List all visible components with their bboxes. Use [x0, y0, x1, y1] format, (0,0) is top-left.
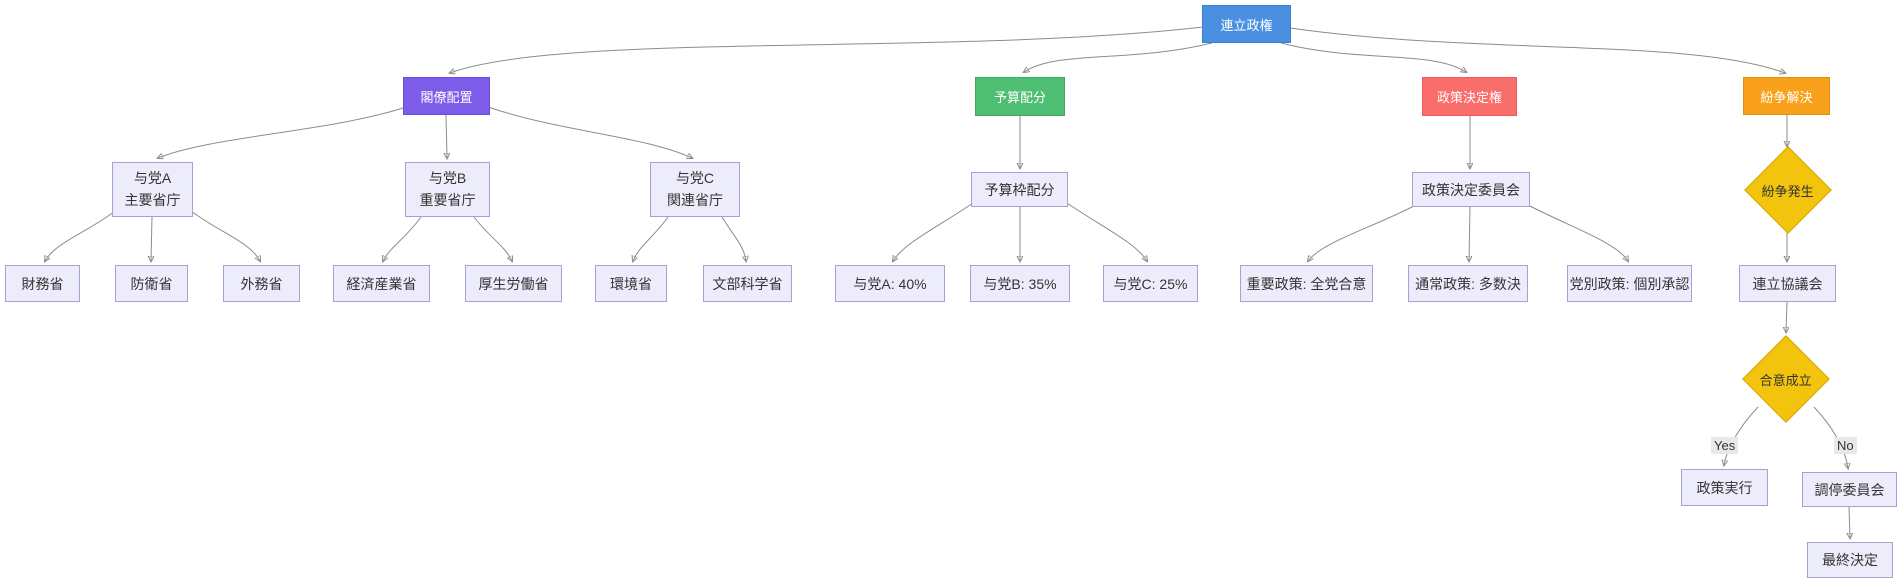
node-budget-frame-allocation: 予算枠配分	[971, 172, 1068, 207]
node-budget-partyB-35: 与党B: 35%	[970, 265, 1070, 302]
node-policy-execution: 政策実行	[1681, 469, 1768, 506]
edge-root-budget	[1024, 42, 1213, 72]
node-label-line2: 重要省庁	[419, 191, 476, 208]
node-finance-ministry: 財務省	[5, 265, 80, 302]
edge-agreement-yes	[1724, 406, 1759, 465]
edge-mediation-final	[1849, 506, 1850, 538]
edge-root-dispute	[1289, 27, 1785, 73]
edge-council-agreement	[1786, 301, 1787, 332]
node-party-policy-individual: 党別政策: 個別承認	[1567, 265, 1692, 302]
node-policy-decision-rights: 政策決定権	[1422, 77, 1517, 116]
edge-committee-normal	[1469, 206, 1470, 261]
diamond-label: 合意成立	[1759, 372, 1813, 388]
node-cabinet-allocation: 閣僚配置	[403, 77, 490, 115]
node-environment-ministry: 環境省	[595, 265, 667, 302]
node-label-line1: 与党C	[675, 169, 715, 186]
edge-label-no: No	[1834, 437, 1857, 454]
node-partyC-ministries: 与党C 関連省庁	[650, 162, 740, 217]
node-label-line2: 主要省庁	[124, 191, 181, 208]
node-label-line1: 与党B	[428, 169, 467, 186]
edge-cabinet-partyC	[487, 106, 692, 158]
edge-root-policy	[1280, 42, 1466, 72]
node-policy-decision-committee: 政策決定委員会	[1412, 172, 1530, 207]
diamond-label: 紛争発生	[1761, 183, 1815, 199]
node-coalition-government: 連立政権	[1202, 5, 1291, 43]
edge-label-yes: Yes	[1711, 437, 1739, 454]
node-education-ministry: 文部科学省	[703, 265, 792, 302]
node-budget-partyA-40: 与党A: 40%	[835, 265, 945, 302]
node-coalition-council: 連立協議会	[1739, 265, 1836, 302]
edge-partyC-environment	[633, 216, 669, 261]
node-final-decision: 最終決定	[1807, 542, 1893, 578]
edge-partyC-education	[721, 216, 746, 261]
edge-partyA-defense	[151, 216, 152, 261]
node-partyA-ministries: 与党A 主要省庁	[112, 162, 193, 217]
edge-frame-budgetA	[893, 200, 977, 261]
node-dispute-resolution: 紛争解決	[1743, 77, 1830, 115]
node-mediation-committee: 調停委員会	[1802, 472, 1897, 507]
edge-partyA-finance	[45, 208, 119, 261]
edge-partyB-economy	[383, 216, 422, 261]
edge-committee-important	[1308, 202, 1421, 261]
edge-root-cabinet	[450, 26, 1204, 73]
node-label-line2: 関連省庁	[667, 191, 723, 208]
node-budget-partyC-25: 与党C: 25%	[1103, 265, 1198, 302]
node-partyB-ministries: 与党B 重要省庁	[405, 162, 490, 217]
node-defense-ministry: 防衛省	[115, 265, 188, 302]
node-foreign-ministry: 外務省	[223, 265, 300, 302]
node-important-policy-unanimous: 重要政策: 全党合意	[1240, 265, 1373, 302]
edge-cabinet-partyA	[158, 106, 407, 158]
node-label-line1: 与党A	[133, 169, 172, 186]
node-health-ministry: 厚生労働省	[465, 265, 562, 302]
edge-partyA-foreign	[187, 208, 260, 261]
node-normal-policy-majority: 通常政策: 多数決	[1408, 265, 1528, 302]
edge-partyB-health	[473, 216, 512, 261]
node-economy-ministry: 経済産業省	[333, 265, 430, 302]
edge-committee-party	[1523, 202, 1628, 261]
edge-frame-budgetC	[1063, 200, 1147, 261]
edge-cabinet-partyB	[446, 114, 447, 158]
node-budget-allocation: 予算配分	[975, 77, 1065, 116]
